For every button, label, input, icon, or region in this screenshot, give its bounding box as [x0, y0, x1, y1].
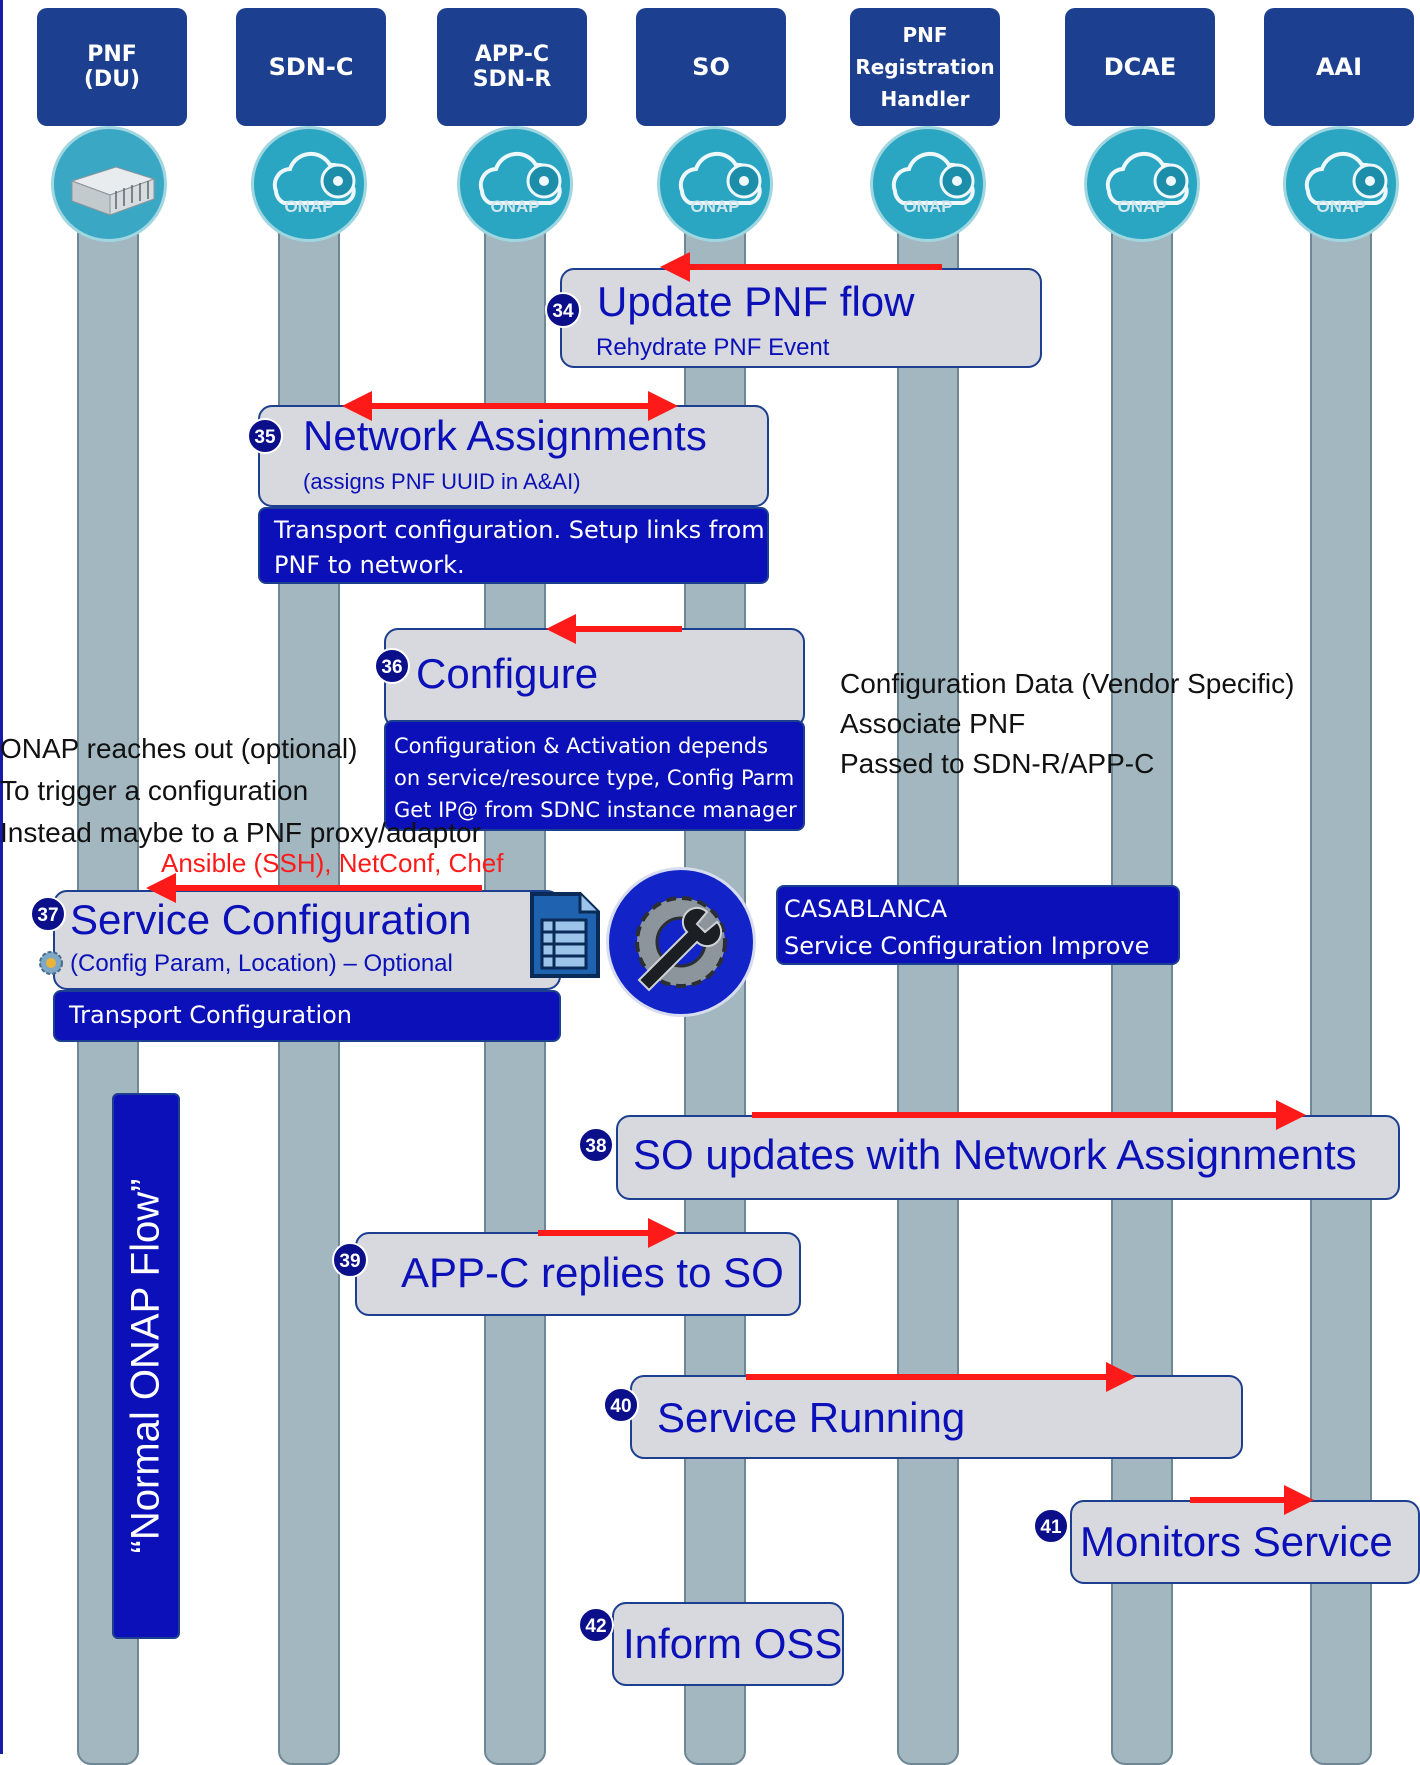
onap-logo-text: ONAP [1117, 197, 1167, 216]
header-pnf-line2: (DU) [83, 67, 141, 92]
step-41-title: Monitors Service [1080, 1518, 1393, 1565]
step-36-note-line1: Configuration & Activation depends [394, 734, 769, 758]
config-data-line1: Configuration Data (Vendor Specific) [840, 668, 1295, 699]
config-data-line3: Passed to SDN-R/APP-C [840, 748, 1155, 779]
step-35-note: Transport configuration. Setup links fro… [258, 507, 769, 584]
onap-reaches-text: ONAP reaches out (optional) To trigger a… [0, 728, 481, 854]
step-35-note-line2: PNF to network. [274, 551, 465, 579]
onap-cloud-icon: ONAP [1084, 126, 1200, 242]
step-41-box [1070, 1500, 1420, 1584]
onap-cloud-icon: ONAP [657, 126, 773, 242]
header-prh: PNF Registration Handler [850, 8, 1000, 126]
wrench-gear-icon [606, 867, 756, 1017]
onap-logo-text: ONAP [490, 197, 540, 216]
header-appc-line2: SDN-R [472, 67, 552, 92]
onap-cloud-icon: ONAP [1283, 126, 1399, 242]
step-37-number: 37 [30, 896, 66, 932]
config-data-text: Configuration Data (Vendor Specific) Ass… [840, 664, 1294, 784]
header-appc-line1: APP-C [474, 42, 550, 67]
header-aai-line1: AAI [1315, 53, 1363, 81]
step-37-subtitle: (Config Param, Location) – Optional [70, 950, 453, 977]
step-36-note-line2: on service/resource type, Config Parm [394, 766, 795, 790]
onap-cloud-icon: ONAP [251, 126, 367, 242]
gear-icon [38, 950, 64, 976]
header-prh-line2: Registration [855, 55, 995, 79]
step-39-box [355, 1232, 801, 1316]
step-40-title: Service Running [657, 1394, 966, 1441]
onap-logo-text: ONAP [690, 197, 740, 216]
header-pnf-line1: PNF [87, 42, 137, 67]
step-35-note-line1: Transport configuration. Setup links fro… [274, 516, 765, 544]
onap-reaches-line3: Instead maybe to a PNF proxy/adaptor [0, 817, 481, 848]
onap-logo-text: ONAP [284, 197, 334, 216]
header-dcae: DCAE [1065, 8, 1215, 126]
left-border [0, 0, 3, 1754]
header-sdnc: SDN-C [236, 8, 386, 126]
casablanca-line1: CASABLANCA [784, 895, 948, 923]
server-hardware-icon [51, 126, 167, 242]
step-38-title: SO updates with Network Assignments [633, 1131, 1357, 1178]
onap-cloud-icon: ONAP [870, 126, 986, 242]
step-34-number: 34 [545, 292, 581, 328]
step-35-number: 35 [247, 418, 283, 454]
header-prh-line3: Handler [880, 87, 970, 111]
config-data-line2: Associate PNF [840, 708, 1026, 739]
onap-cloud-icon: ONAP [457, 126, 573, 242]
step-41-number: 41 [1033, 1508, 1069, 1544]
step-35-box [258, 405, 769, 507]
step-39-title: APP-C replies to SO [401, 1249, 784, 1296]
step-38-box [616, 1115, 1400, 1200]
header-so-line1: SO [692, 53, 730, 81]
step-42-number: 42 [578, 1607, 614, 1643]
onap-reaches-line1: ONAP reaches out (optional) [0, 733, 358, 764]
step-36-note-line3: Get IP@ from SDNC instance manager [394, 798, 797, 822]
casablanca-note: CASABLANCA Service Configuration Improve [776, 885, 1180, 965]
step-34-subtitle: Rehydrate PNF Event [596, 334, 830, 361]
step-42-box [612, 1602, 844, 1686]
step-34-title: Update PNF flow [597, 278, 915, 325]
protocols-label: Ansible (SSH), NetConf, Chef [161, 848, 504, 878]
header-so: SO [636, 8, 786, 126]
step-37-note-text: Transport Configuration [69, 1001, 353, 1029]
onap-logo-text: ONAP [1316, 197, 1366, 216]
lane-prh [897, 220, 959, 1765]
step-40-number: 40 [603, 1387, 639, 1423]
casablanca-line2: Service Configuration Improve [784, 932, 1150, 960]
normal-onap-flow-banner: “Normal ONAP Flow” [112, 1093, 180, 1639]
step-42-title: Inform OSS [623, 1620, 843, 1667]
onap-logo-text: ONAP [903, 197, 953, 216]
document-list-icon [528, 890, 602, 980]
header-aai: AAI [1264, 8, 1414, 126]
step-39-number: 39 [332, 1242, 368, 1278]
header-dcae-line1: DCAE [1103, 53, 1177, 81]
header-sdnc-line1: SDN-C [268, 53, 354, 81]
step-40-box [630, 1375, 1243, 1459]
step-36-title: Configure [416, 650, 599, 697]
header-prh-line1: PNF [902, 23, 948, 47]
step-37-note: Transport Configuration [53, 990, 561, 1042]
step-36-note: Configuration & Activation depends on se… [384, 720, 805, 831]
step-37-title: Service Configuration [70, 896, 472, 943]
step-38-number: 38 [578, 1127, 614, 1163]
step-37-box [53, 890, 561, 990]
onap-reaches-line2: To trigger a configuration [0, 775, 309, 806]
step-35-subtitle: (assigns PNF UUID in A&AI) [303, 469, 581, 494]
header-appc: APP-C SDN-R [437, 8, 587, 126]
header-pnf: PNF (DU) [37, 8, 187, 126]
step-36-number: 36 [374, 648, 410, 684]
